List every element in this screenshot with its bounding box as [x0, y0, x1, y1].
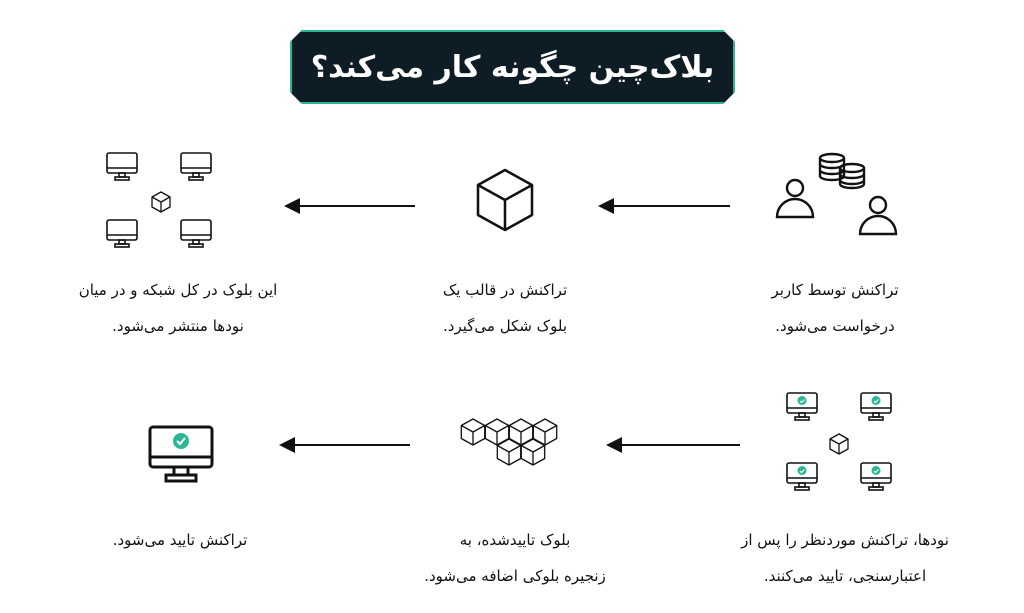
- arrow-2-to-3: [284, 198, 415, 214]
- cube-icon: [476, 168, 534, 232]
- caption-line: بلوک شکل می‌گیرد.: [443, 317, 567, 335]
- caption-line: تراکنش توسط کاربر: [771, 281, 899, 299]
- step-6-caption: تراکنش تایید می‌شود.: [30, 522, 330, 558]
- users-coins-icon: [775, 152, 898, 236]
- caption-line: این بلوک در کل شبکه و در میان: [78, 281, 278, 299]
- caption-line: بلوک تاییدشده، به: [459, 531, 571, 549]
- network-nodes-icon: [106, 152, 212, 248]
- blockchain-icon: [460, 418, 558, 466]
- step-2-caption: تراکنش در قالب یک بلوک شکل می‌گیرد.: [355, 272, 655, 344]
- verified-monitor-icon: [148, 425, 214, 483]
- step-1-caption: تراکنش توسط کاربر درخواست می‌شود.: [685, 272, 985, 344]
- caption-line: نودها، تراکنش موردنظر را پس از: [741, 531, 949, 549]
- step-3-caption: این بلوک در کل شبکه و در میان نودها منتش…: [28, 272, 328, 344]
- caption-line: نودها منتشر می‌شود.: [112, 317, 244, 335]
- step-4-caption: نودها، تراکنش موردنظر را پس از اعتبارسنج…: [695, 522, 995, 594]
- caption-line: زنجیره بلوکی اضافه می‌شود.: [424, 567, 606, 585]
- caption-line: اعتبارسنجی، تایید می‌کنند.: [763, 567, 927, 585]
- validated-nodes-icon: [785, 390, 900, 495]
- arrow-5-to-6: [279, 437, 410, 453]
- caption-line: تراکنش تایید می‌شود.: [112, 531, 248, 549]
- step-5-caption: بلوک تاییدشده، به زنجیره بلوکی اضافه می‌…: [365, 522, 665, 594]
- caption-line: تراکنش در قالب یک: [442, 281, 568, 299]
- caption-line: درخواست می‌شود.: [775, 317, 895, 335]
- page-title: بلاک‌چین چگونه کار می‌کند؟: [310, 49, 715, 85]
- arrow-4-to-5: [606, 437, 740, 453]
- title-banner: بلاک‌چین چگونه کار می‌کند؟: [290, 30, 735, 104]
- arrow-1-to-2: [598, 198, 730, 214]
